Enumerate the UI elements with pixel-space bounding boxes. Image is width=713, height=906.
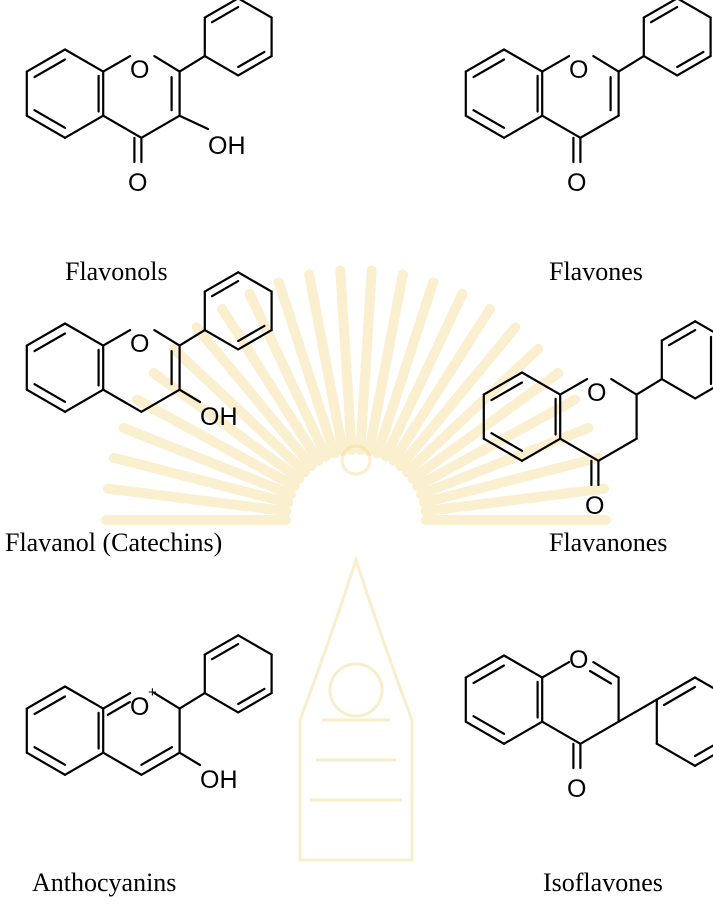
carbonyl-oxygen-label: O bbox=[567, 775, 586, 803]
compound-label-flavanol: Flavanol (Catechins) bbox=[5, 528, 223, 557]
bond-lines bbox=[25, 0, 273, 164]
ring-oxygen-label: O bbox=[569, 646, 588, 674]
bond-lines bbox=[482, 320, 713, 487]
bond-lines bbox=[25, 271, 273, 413]
compound-label-flavonols: Flavonols bbox=[65, 257, 168, 286]
watermark-ray bbox=[355, 265, 377, 456]
ring-oxygen-label: O bbox=[569, 56, 588, 84]
watermark-ray bbox=[412, 394, 581, 492]
hydroxyl-label: OH bbox=[200, 403, 238, 431]
watermark-ray bbox=[304, 269, 348, 457]
watermark-ray bbox=[118, 422, 296, 500]
compound-label-anthocyanins: Anthocyanins bbox=[32, 868, 177, 897]
hydroxyl-label: OH bbox=[208, 132, 246, 160]
watermark-ray bbox=[335, 265, 357, 456]
ring-oxygen-label: O bbox=[587, 379, 606, 407]
watermark-ray bbox=[108, 452, 294, 508]
compound-label-flavanones: Flavanones bbox=[549, 528, 668, 557]
watermark-ray bbox=[388, 303, 495, 466]
watermark-ray bbox=[217, 303, 324, 466]
watermark-ray bbox=[420, 483, 610, 517]
watermark-ray bbox=[102, 483, 292, 517]
watermark-ray bbox=[418, 452, 604, 508]
carbonyl-oxygen-label: O bbox=[128, 169, 147, 197]
watermark-ray bbox=[244, 288, 332, 462]
ring-oxygen-label: O bbox=[130, 693, 149, 721]
carbonyl-oxygen-label: O bbox=[585, 492, 604, 520]
ring-oxygen-label: O bbox=[130, 56, 149, 84]
carbonyl-oxygen-label: O bbox=[567, 169, 586, 197]
ring-oxygen-label: O bbox=[130, 330, 149, 358]
bond-lines bbox=[25, 634, 273, 776]
compound-label-flavones: Flavones bbox=[549, 257, 643, 286]
watermark-ray bbox=[131, 394, 300, 492]
watermark-ray bbox=[402, 343, 544, 478]
watermark-ray bbox=[395, 322, 521, 472]
watermark-ray bbox=[380, 288, 468, 462]
bond-lines bbox=[464, 654, 713, 770]
watermark-ray bbox=[372, 277, 439, 459]
watermark-ray bbox=[168, 343, 310, 478]
positive-charge-label: + bbox=[148, 684, 157, 701]
watermark-ray bbox=[407, 368, 564, 484]
watermark-ray bbox=[191, 322, 317, 472]
hydroxyl-label: OH bbox=[200, 766, 238, 794]
bond-lines bbox=[464, 0, 712, 164]
compound-label-isoflavones: Isoflavones bbox=[543, 868, 663, 897]
watermark-ray bbox=[273, 277, 340, 459]
watermark-ray bbox=[364, 269, 408, 457]
